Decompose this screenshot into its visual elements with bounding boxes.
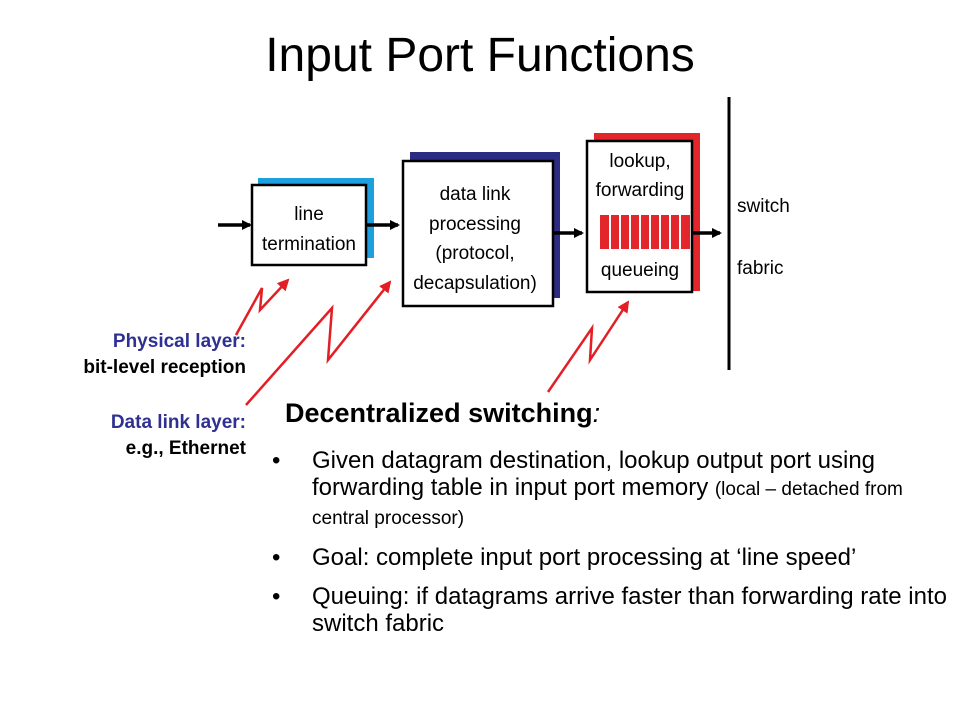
data-link-processing-box: data link processing (protocol, decapsul…: [401, 152, 560, 308]
bullet-note: (local – detached from central processor…: [312, 479, 903, 529]
physical-layer-label: Physical layer: bit-level reception: [83, 329, 246, 381]
bullet-icon: •: [272, 447, 281, 474]
slide-title: Input Port Functions: [265, 29, 695, 82]
physical-layer-detail: bit-level reception: [83, 357, 246, 378]
lookup-forwarding-box: lookup, forwarding queueing: [585, 133, 700, 294]
bullet-text: Given datagram destination, lookup outpu…: [312, 447, 876, 501]
switch-fabric-label-2: fabric: [737, 258, 783, 279]
queue-buffer: [600, 215, 690, 249]
lookup-label-3: queueing: [601, 260, 679, 281]
data-link-label-2: processing: [429, 214, 521, 235]
list-item: • Goal: complete input port processing a…: [268, 544, 948, 571]
switch-fabric-label-1: switch: [737, 196, 790, 217]
bullet-icon: •: [272, 583, 281, 610]
section-heading-text: Decentralized switching: [285, 398, 593, 428]
section-heading: Decentralized switching:: [285, 396, 600, 430]
list-item: • Given datagram destination, lookup out…: [268, 447, 948, 532]
physical-layer-pointer: [234, 278, 290, 336]
data-link-label-3: (protocol,: [435, 243, 514, 264]
physical-layer-title: Physical layer:: [112, 331, 246, 352]
data-link-layer-label: Data link layer: e.g., Ethernet: [111, 410, 246, 462]
bullet-icon: •: [272, 544, 281, 571]
line-termination-box: line termination: [250, 178, 374, 267]
data-link-layer-pointer: [245, 280, 392, 406]
bullet-list: • Given datagram destination, lookup out…: [268, 447, 948, 649]
lookup-label-2: forwarding: [596, 180, 685, 201]
section-heading-suffix: :: [592, 398, 601, 428]
line-termination-label-1: line: [294, 204, 324, 225]
bullet-text: Queuing: if datagrams arrive faster than…: [312, 583, 947, 637]
data-link-label-1: data link: [440, 184, 511, 205]
list-item: • Queuing: if datagrams arrive faster th…: [268, 583, 948, 637]
switching-pointer: [546, 300, 630, 393]
data-link-label-4: decapsulation): [413, 273, 537, 294]
data-link-layer-title: Data link layer:: [110, 412, 246, 433]
line-termination-label-2: termination: [262, 234, 356, 255]
lookup-label-1: lookup,: [609, 151, 670, 172]
data-link-layer-detail: e.g., Ethernet: [125, 438, 246, 459]
bullet-text: Goal: complete input port processing at …: [312, 544, 857, 571]
